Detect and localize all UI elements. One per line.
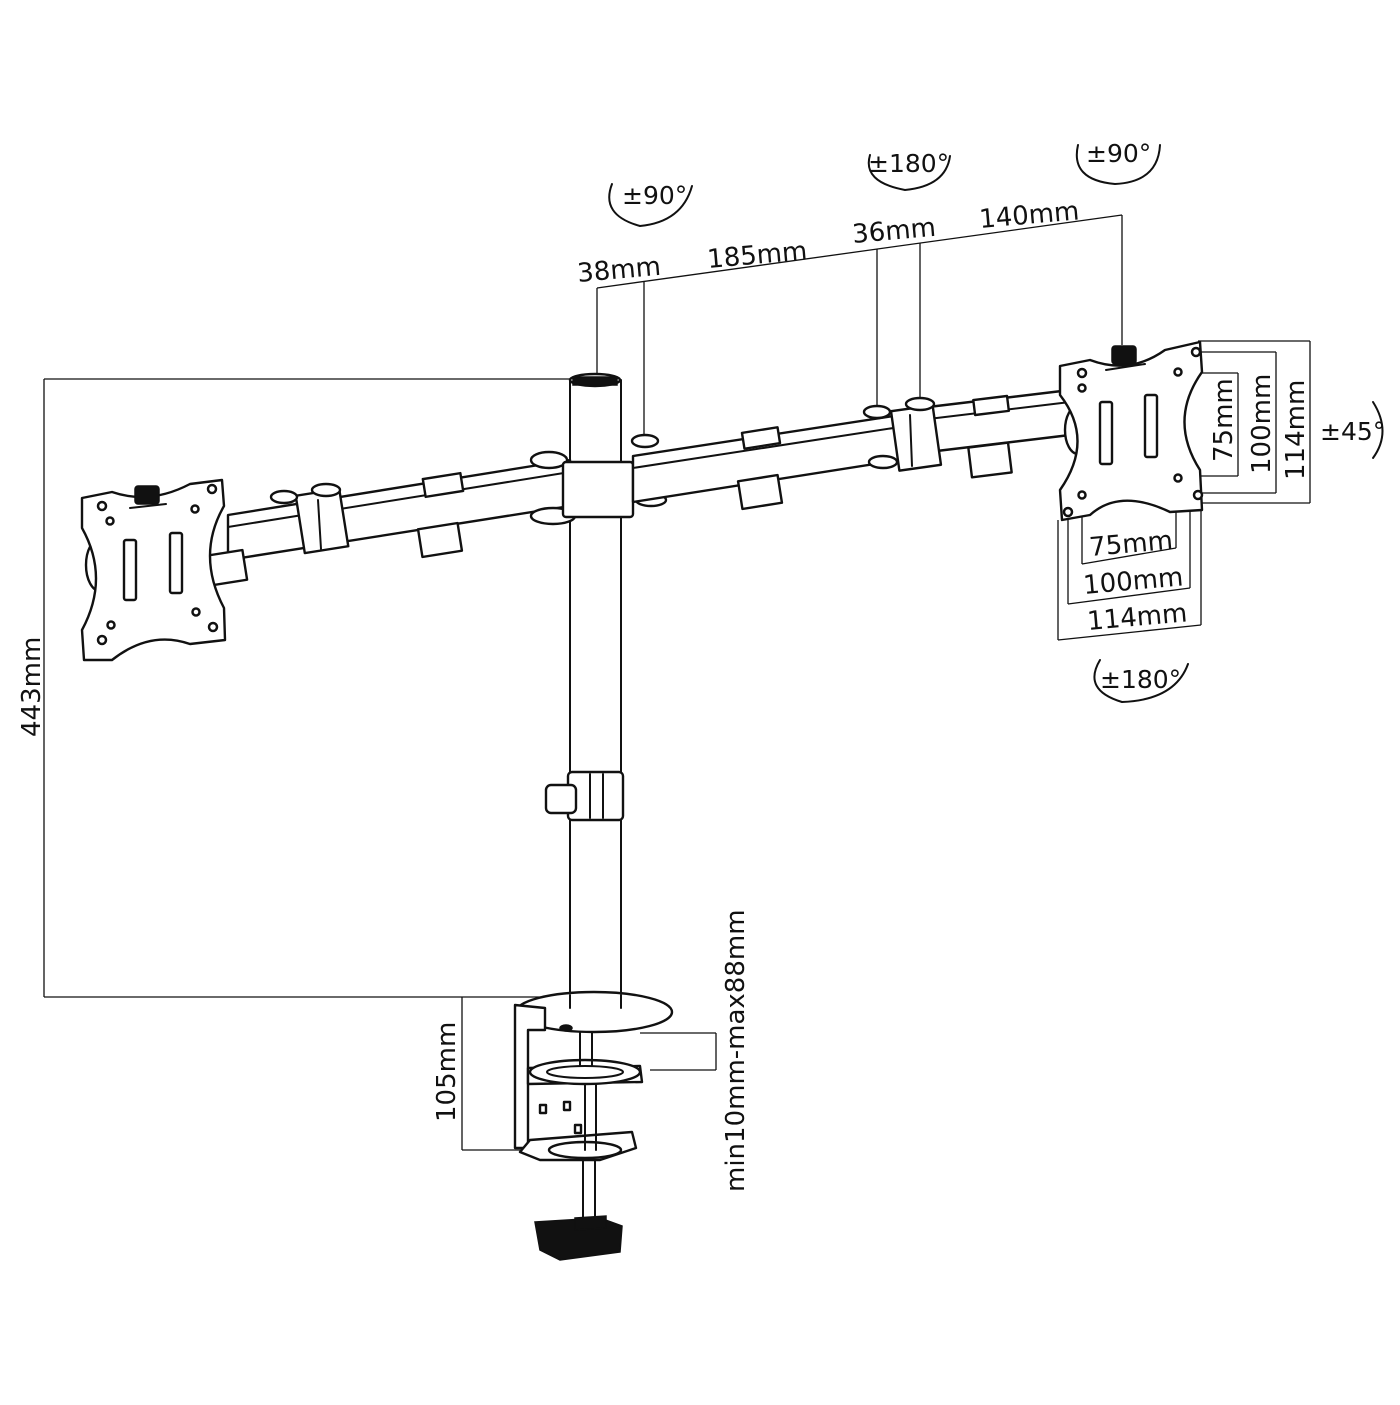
dimension-lines: [43, 214, 1311, 1151]
pole-swivel-label: ±90°: [622, 181, 687, 210]
rotation-label: ±180°: [1100, 665, 1181, 694]
left-vesa-plate: [80, 478, 227, 662]
arm-segment-label: 185mm: [706, 236, 809, 275]
rotation-labels: ±90° ±180° ±90° ±45° ±180°: [622, 139, 1385, 694]
desk-thickness-label: min10mm-max88mm: [721, 909, 751, 1192]
desk-clamp: [513, 990, 674, 1261]
pole-offset-label: 38mm: [576, 252, 662, 289]
vesa-114-horizontal-label: 114mm: [1086, 598, 1189, 637]
right-arm: [631, 388, 1072, 511]
vesa-75-horizontal-label: 75mm: [1088, 526, 1174, 563]
left-arm: [201, 458, 572, 588]
arm-end-label: 140mm: [978, 196, 1081, 235]
rotation-arcs: [608, 144, 1384, 703]
vesa-75-vertical-label: 75mm: [1209, 378, 1239, 462]
head-swivel-label: ±90°: [1086, 139, 1151, 168]
center-hub: [529, 433, 668, 526]
clamp-height-label: 105mm: [432, 1022, 462, 1122]
vesa-100-vertical-label: 100mm: [1247, 374, 1277, 474]
right-vesa-plate: [1058, 340, 1204, 522]
tilt-label: ±45°: [1320, 417, 1385, 446]
vesa-100-horizontal-label: 100mm: [1082, 562, 1185, 601]
overall-height-label: 443mm: [17, 637, 47, 737]
joint-offset-label: 36mm: [851, 213, 937, 250]
vesa-114-vertical-label: 114mm: [1281, 380, 1311, 480]
dimension-labels: 38mm 185mm 36mm 140mm 443mm 105mm min10m…: [17, 196, 1311, 1192]
arm-joint-label: ±180°: [868, 149, 949, 178]
